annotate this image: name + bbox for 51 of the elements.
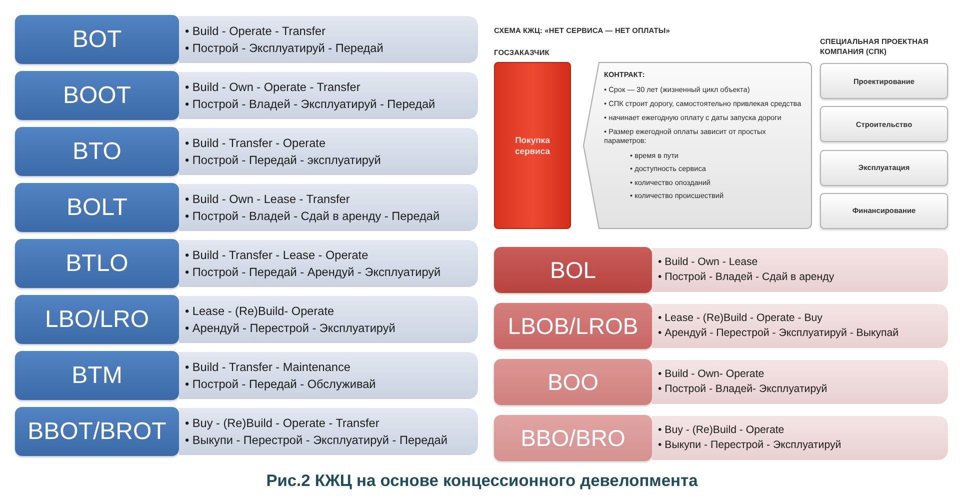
description-panel xyxy=(652,248,948,292)
model-code-box: LBOB/LROB xyxy=(494,303,652,349)
description-panel xyxy=(179,128,478,175)
bullet-text: • Арендуй - Перестрой - Эксплуатируй - Выкупай xyxy=(658,326,899,341)
model-code-box: BTM xyxy=(15,351,179,400)
model-code-box: BTO xyxy=(15,127,179,176)
description-panel xyxy=(179,408,478,455)
model-code-box: BOLT xyxy=(15,183,179,232)
description-panel xyxy=(179,352,478,399)
bullet-text: • Построй - Владей - Сдай в аренду - Передай xyxy=(185,208,440,224)
model-code-box: BOOT xyxy=(15,71,179,120)
bullet-text: • Выкупи - Перестрой - Эксплуатируй xyxy=(658,438,842,453)
model-code-box: BTLO xyxy=(15,239,179,288)
bullet-text: • Build - Own- Operate xyxy=(658,367,764,382)
bullet-text: • Build - Own - Operate - Transfer xyxy=(185,78,360,96)
bullet-text: • Build - Transfer - Lease - Operate xyxy=(185,246,368,264)
bullet-text: • Build - Own - Lease xyxy=(658,255,758,270)
bullet-text: • Выкупи - Перестрой - Эксплуатируй - Передай xyxy=(185,432,448,448)
description-panel xyxy=(179,16,478,63)
figure-caption: Рис.2 КЖЦ на основе концессионного девелопмента xyxy=(266,472,698,491)
bullet-text: • Build - Transfer - Maintenance xyxy=(185,358,350,376)
bullet-text: • Build - Own - Lease - Transfer xyxy=(185,190,350,208)
bullet-text: • Построй - Передай - Арендуй - Эксплуатируй xyxy=(185,264,441,280)
bullet-text: • Build - Transfer - Operate xyxy=(185,134,326,152)
bullet-text: • Построй - Передай - эксплуатируй xyxy=(185,152,381,168)
description-panel xyxy=(652,416,948,460)
description-panel xyxy=(179,240,478,287)
description-panel xyxy=(179,296,478,343)
model-code-box: BOL xyxy=(494,247,652,293)
bullet-text: • Lease - (Re)Build- Operate xyxy=(185,302,334,320)
model-code-box: BBOT/BROT xyxy=(15,407,179,456)
bullet-text: • Lease - (Re)Build - Operate - Buy xyxy=(658,311,822,326)
description-panel xyxy=(179,184,478,231)
model-code-box: BBO/BRO xyxy=(494,415,652,461)
model-code-box: BOO xyxy=(494,359,652,405)
bullet-text: • Построй - Владей - Эксплуатируй - Передай xyxy=(185,96,436,112)
bullet-text: • Арендуй - Перестрой - Эксплуатируй xyxy=(185,320,396,336)
bullet-text: • Buy - (Re)Build - Operate - Transfer xyxy=(185,414,380,432)
bullet-text: • Построй - Эксплуатируй - Передай xyxy=(185,40,384,56)
description-panel xyxy=(652,304,948,348)
description-panel xyxy=(652,360,948,404)
bullet-text: • Build - Operate - Transfer xyxy=(185,22,326,40)
description-panel xyxy=(179,72,478,119)
bullet-text: • Построй - Передай - Обслуживай xyxy=(185,376,376,392)
bullet-text: • Построй - Владей- Эксплуатируй xyxy=(658,382,828,397)
model-code-box: LBO/LRO xyxy=(15,295,179,344)
bullet-text: • Buy - (Re)Build - Operate xyxy=(658,423,784,438)
service-purchase-box: Покупка сервиса xyxy=(494,62,571,229)
bullet-text: • Построй - Владей - Сдай в аренду xyxy=(658,270,834,285)
model-code-box: BOT xyxy=(15,15,179,64)
contract-callout xyxy=(583,62,812,229)
